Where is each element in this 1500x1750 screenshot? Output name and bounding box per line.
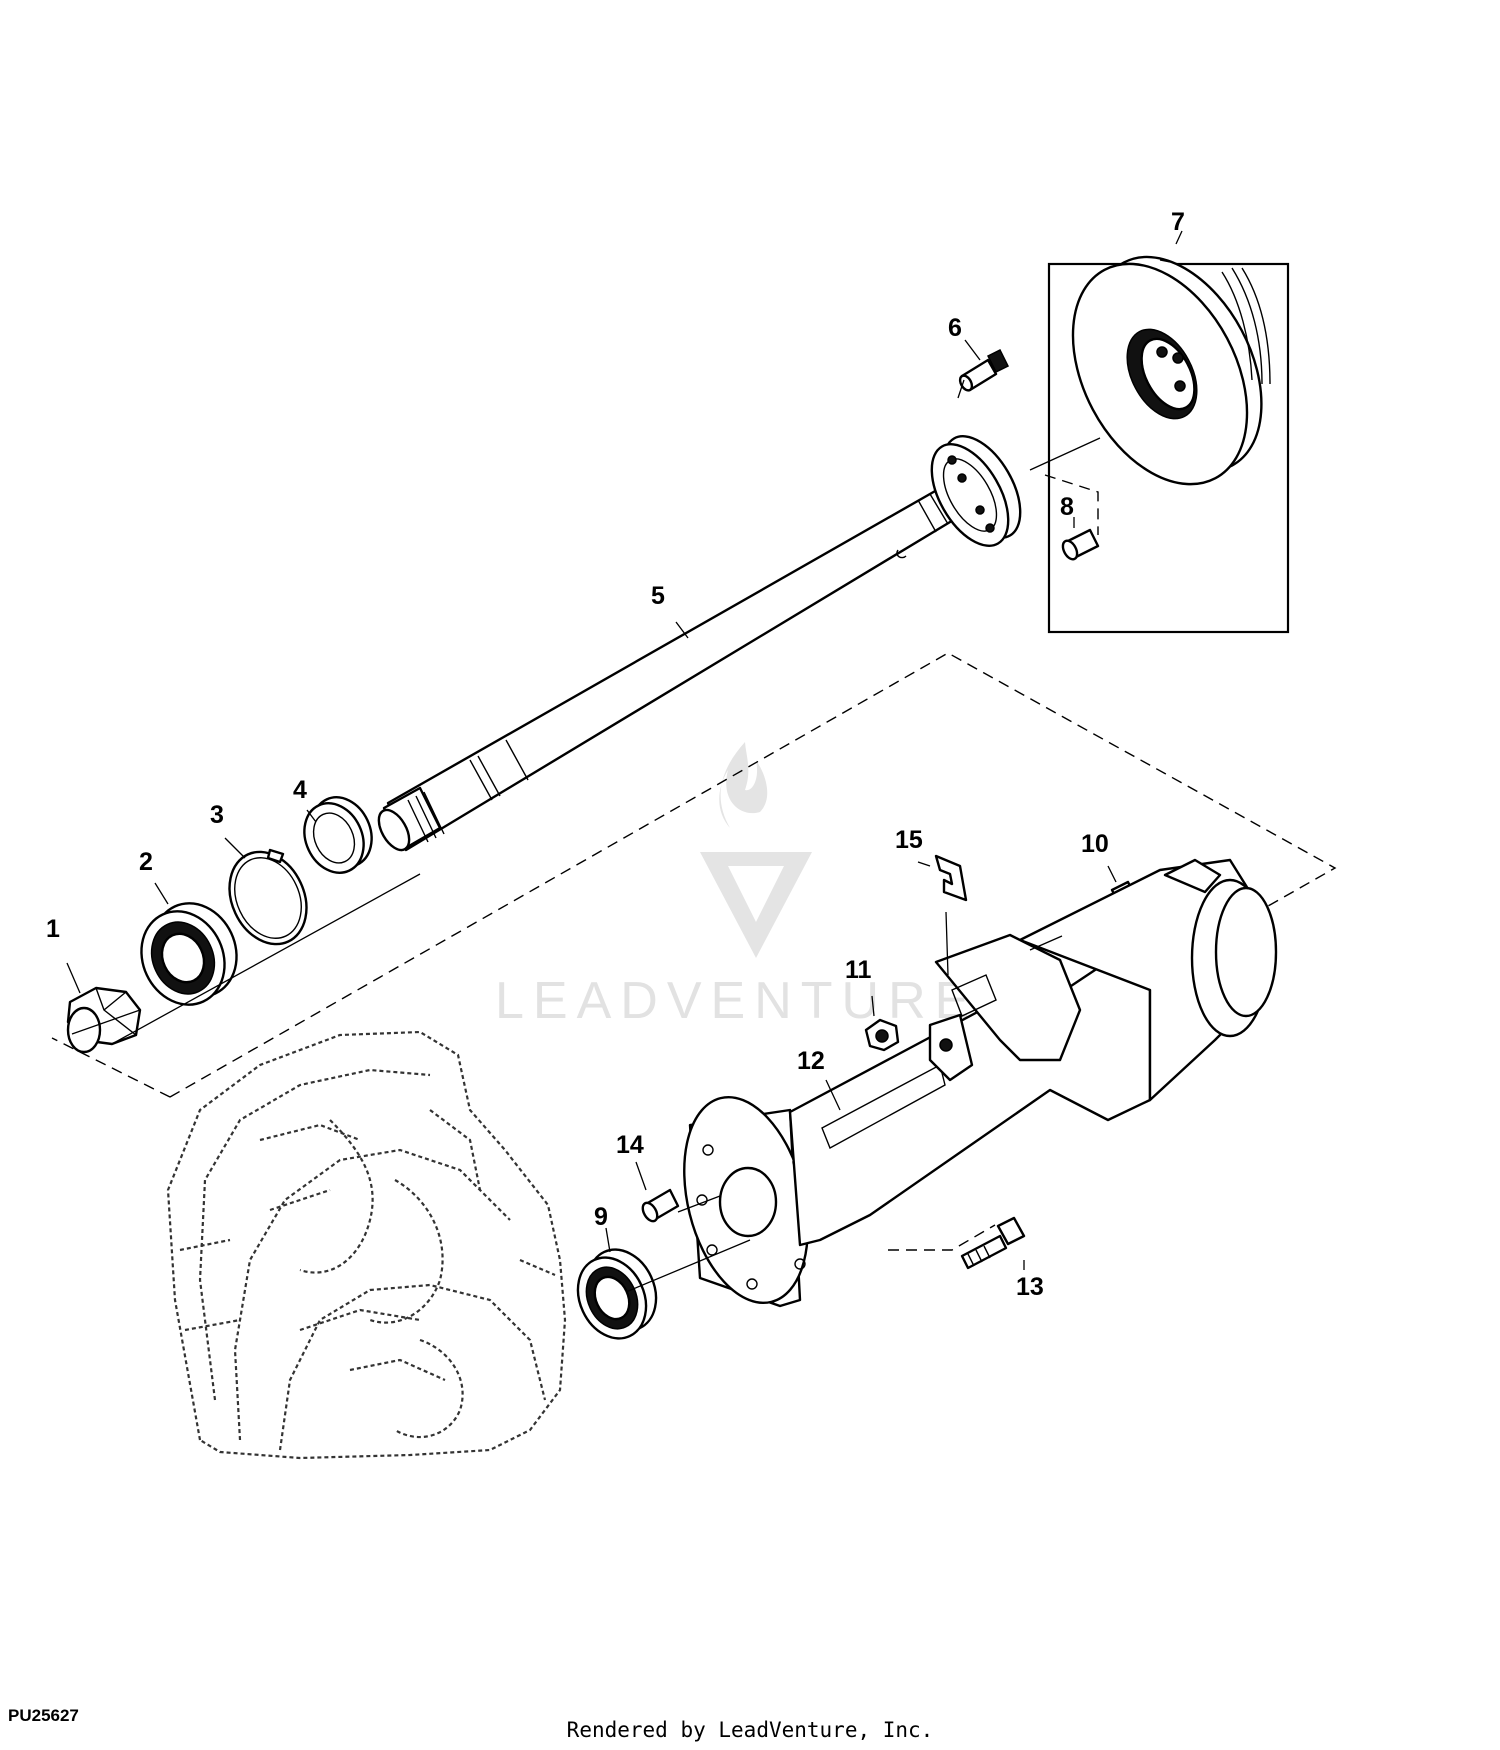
part-2-bearing[interactable] bbox=[126, 890, 251, 1019]
shaft-end-bearing bbox=[930, 435, 1022, 547]
callout-14: 14 bbox=[616, 1131, 644, 1159]
callout-leaders bbox=[66, 230, 1183, 1293]
watermark-text: LEADVENTURE bbox=[495, 972, 978, 1030]
callout-7: 7 bbox=[1171, 208, 1185, 236]
part-11-nut[interactable] bbox=[864, 1018, 900, 1052]
callout-8: 8 bbox=[1060, 493, 1074, 521]
part-14-dowel[interactable] bbox=[640, 1188, 680, 1224]
callout-1: 1 bbox=[46, 915, 60, 943]
part-4-seal-ring[interactable] bbox=[293, 788, 382, 883]
part-5-shaft[interactable] bbox=[373, 484, 962, 855]
part-3-snap-ring[interactable] bbox=[215, 839, 321, 956]
part-7-pulley[interactable] bbox=[1037, 229, 1295, 634]
callout-5: 5 bbox=[651, 582, 665, 610]
part-8-dowel[interactable] bbox=[1060, 528, 1100, 562]
figure-id-label: PU25627 bbox=[8, 1706, 79, 1725]
render-credit: Rendered by LeadVenture, Inc. bbox=[566, 1718, 934, 1742]
part-1-nut[interactable] bbox=[66, 986, 142, 1054]
callout-3: 3 bbox=[210, 801, 224, 829]
part-12-housing[interactable] bbox=[664, 858, 1278, 1316]
callout-11: 11 bbox=[845, 956, 872, 984]
part-6-pin[interactable] bbox=[958, 348, 1010, 392]
callout-2: 2 bbox=[139, 848, 153, 876]
part-15-shim[interactable] bbox=[934, 854, 968, 902]
callout-15: 15 bbox=[895, 826, 923, 854]
callout-13: 13 bbox=[1016, 1273, 1044, 1301]
callout-10: 10 bbox=[1081, 830, 1109, 858]
callout-labels: 1 2 3 4 5 6 7 8 9 10 11 12 13 14 15 bbox=[46, 208, 1185, 1301]
transmission-housing-ghost bbox=[166, 1030, 567, 1460]
callout-12: 12 bbox=[797, 1047, 825, 1075]
callout-6: 6 bbox=[948, 314, 962, 342]
part-13-bolt[interactable] bbox=[960, 1216, 1026, 1270]
watermark-logo: LEADVENTURE bbox=[495, 742, 978, 1030]
callout-4: 4 bbox=[293, 776, 307, 804]
part-9-seal[interactable] bbox=[565, 1238, 669, 1349]
callout-9: 9 bbox=[594, 1203, 608, 1231]
